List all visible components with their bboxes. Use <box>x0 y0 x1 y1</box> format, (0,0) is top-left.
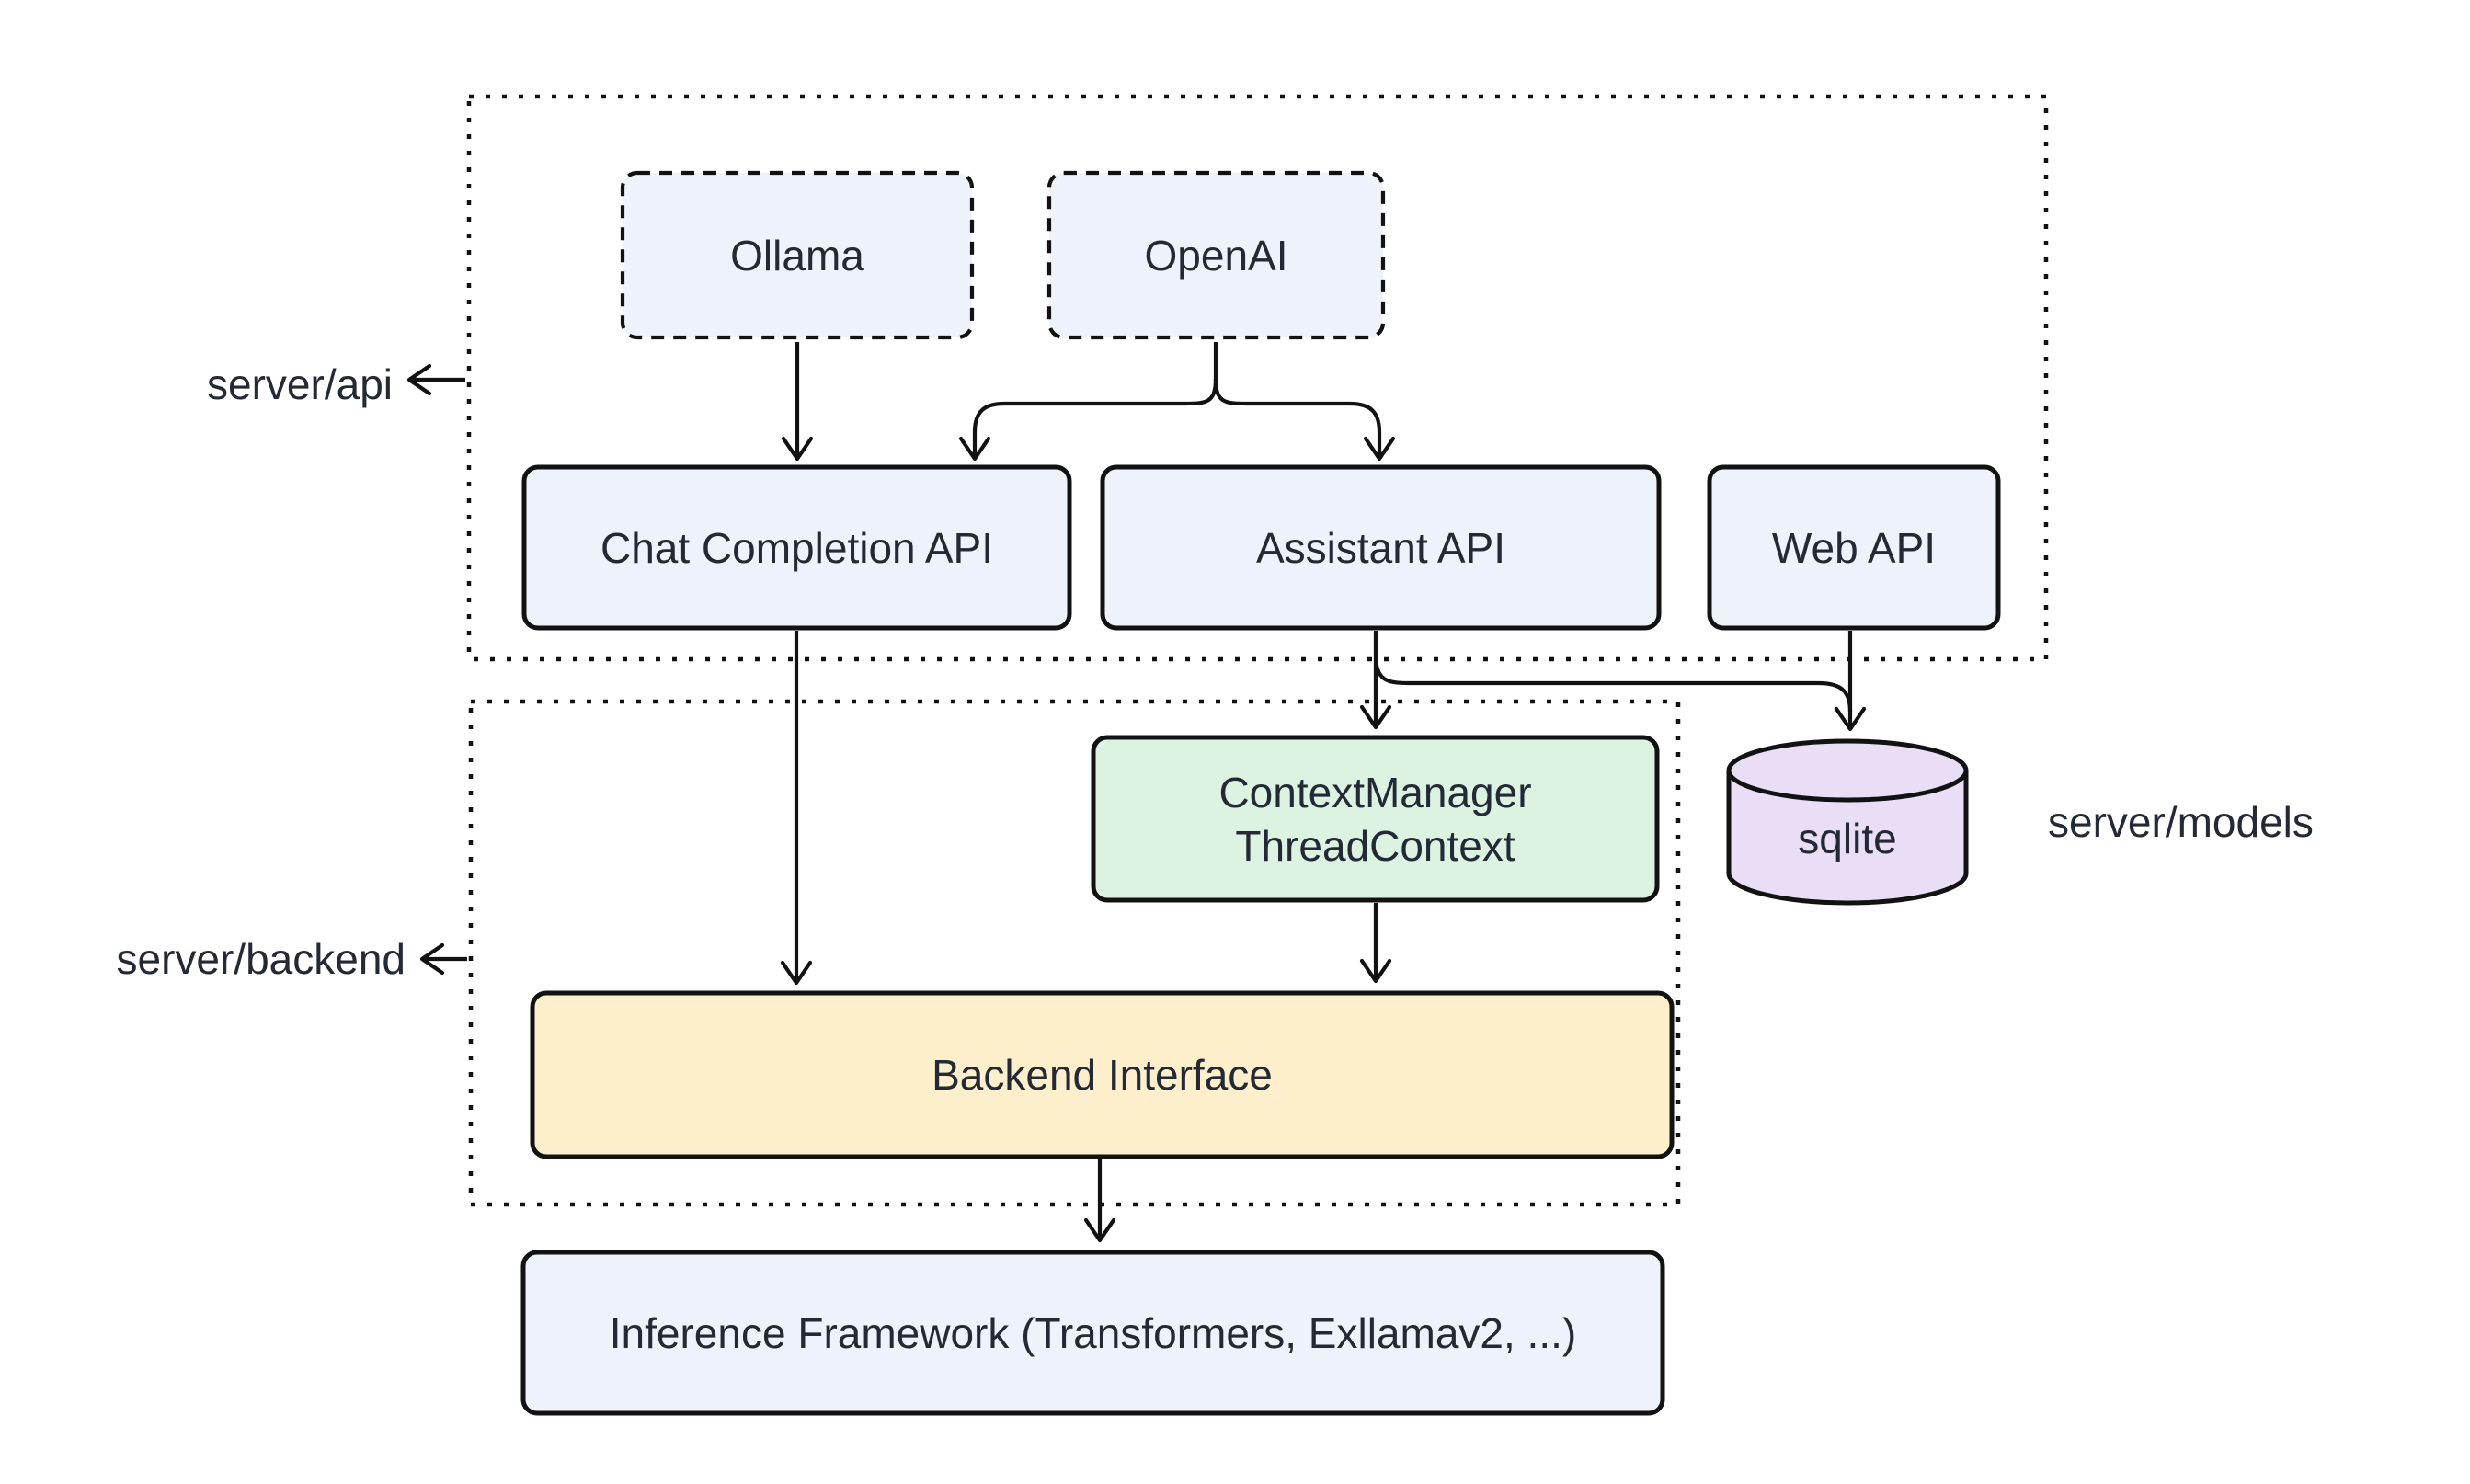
arrow-openai-to-chat <box>958 378 1218 462</box>
backend-interface-box <box>530 990 1675 1159</box>
chat-completion-api-label: Chat Completion API <box>600 523 993 572</box>
ollama-box <box>620 170 975 340</box>
web-api-box <box>1707 464 2001 631</box>
server-api-container-border <box>466 94 2049 662</box>
assistant-api-box <box>1100 464 1662 631</box>
inference-framework-box <box>520 1250 1665 1416</box>
arrow-assistant-branch-to-sqlite <box>1373 654 1853 713</box>
chat-completion-api-box <box>521 464 1072 631</box>
server-models-annotation: server/models <box>2048 798 2314 846</box>
openai-label: OpenAI <box>1144 231 1288 280</box>
context-manager-label-line1: ContextManager <box>1218 768 1532 816</box>
openai-box <box>1046 170 1386 340</box>
arrow-openai-to-assistant <box>1213 378 1396 462</box>
inference-framework-label: Inference Framework (Transformers, Exlla… <box>609 1308 1577 1357</box>
server-api-container-label: server/api <box>207 360 393 408</box>
context-manager-label: ContextManager ThreadContext <box>1093 737 1657 900</box>
sqlite-label: sqlite <box>1798 815 1897 862</box>
server-backend-container-border <box>468 699 1681 1207</box>
assistant-api-label: Assistant API <box>1255 523 1505 572</box>
context-manager-box <box>1091 735 1660 903</box>
server-backend-container-label: server/backend <box>116 935 406 983</box>
ollama-label: Ollama <box>730 231 864 280</box>
context-manager-label-line2: ThreadContext <box>1235 821 1515 870</box>
sqlite-cylinder <box>1726 738 1969 906</box>
backend-interface-label: Backend Interface <box>932 1051 1273 1099</box>
web-api-label: Web API <box>1771 523 1937 572</box>
